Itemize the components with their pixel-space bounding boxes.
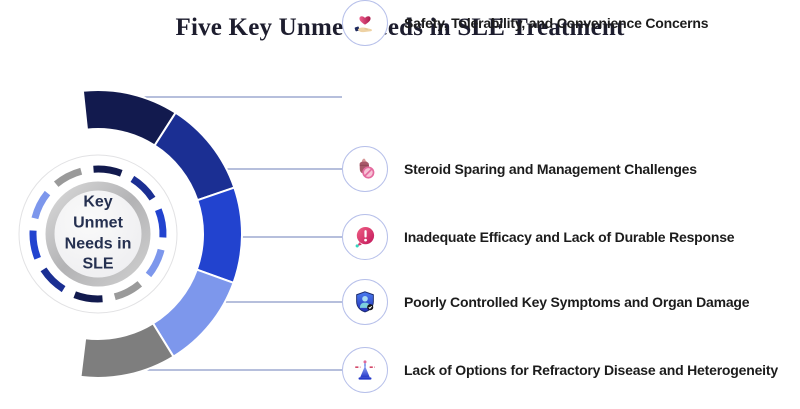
donut-center-label: Key Unmet Needs in SLE <box>64 193 132 273</box>
dash-ring-segment <box>113 281 143 301</box>
donut-segment-3 <box>195 186 243 285</box>
dash-ring-segment <box>73 291 103 303</box>
dash-ring-segment <box>130 175 156 201</box>
unmet-need-label: Steroid Sparing and Management Challenge… <box>404 161 697 177</box>
center-silver-ring <box>45 181 151 287</box>
unmet-need-label: Poorly Controlled Key Symptoms and Organ… <box>404 294 750 310</box>
donut-segment-2 <box>153 111 236 202</box>
steroid-restriction-icon <box>342 146 388 192</box>
dash-ring-segment <box>29 230 41 260</box>
dash-ring-segment <box>31 190 51 220</box>
dash-ring-segment <box>93 165 123 177</box>
alert-exclamation-glyph <box>355 226 375 248</box>
unmet-need-item: Lack of Options for Refractory Disease a… <box>342 347 778 393</box>
unmet-need-item: Inadequate Efficacy and Lack of Durable … <box>342 214 735 260</box>
shield-person-icon <box>342 279 388 325</box>
page-title: Five Key Unmet Needs in SLE Treatment <box>175 14 625 41</box>
hand-heart-icon <box>342 0 388 46</box>
unmet-need-item: Poorly Controlled Key Symptoms and Organ… <box>342 279 750 325</box>
steroid-restriction-glyph <box>359 158 375 179</box>
shield-person-glyph <box>356 291 374 313</box>
balance-scale-icon <box>342 347 388 393</box>
unmet-need-label: Inadequate Efficacy and Lack of Durable … <box>404 229 735 245</box>
center-inner-disc <box>53 189 143 279</box>
unmet-need-label: Safety, Tolerability, and Convenience Co… <box>404 15 709 31</box>
dash-ring-segment <box>40 267 66 293</box>
unmet-need-item: Steroid Sparing and Management Challenge… <box>342 146 697 192</box>
dash-ring-segment <box>145 248 165 278</box>
dashed-ring <box>29 165 167 303</box>
balance-scale-glyph <box>355 360 375 380</box>
dash-ring-segment <box>53 167 83 187</box>
unmet-need-label: Lack of Options for Refractory Disease a… <box>404 362 778 378</box>
hand-heart-glyph <box>354 16 372 33</box>
alert-exclamation-icon <box>342 214 388 260</box>
donut-segment-5 <box>79 322 175 379</box>
unmet-need-item: Safety, Tolerability, and Convenience Co… <box>342 0 709 46</box>
dash-ring-segment <box>155 208 167 238</box>
